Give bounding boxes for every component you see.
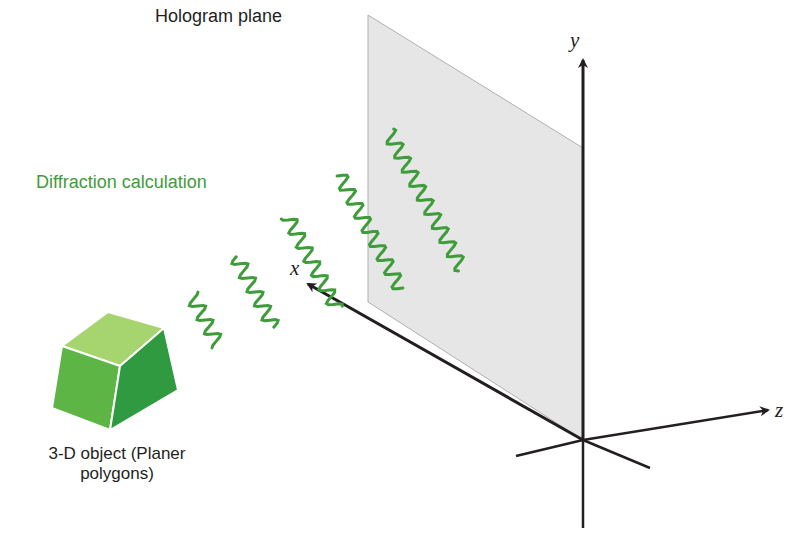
wave-stroke <box>232 257 278 327</box>
y-axis <box>582 60 585 440</box>
hologram-plane <box>368 15 583 440</box>
diffraction-waves <box>189 129 463 348</box>
wave-label: Diffraction calculation <box>36 172 207 193</box>
axis-label: y <box>570 28 579 52</box>
cube-object <box>52 312 178 430</box>
wave-stroke <box>281 219 342 306</box>
x-axis <box>308 284 583 440</box>
plane-label: Hologram plane <box>155 6 282 27</box>
y-axis-negative <box>582 440 585 528</box>
axis-label: z <box>775 398 783 422</box>
wave-stroke <box>189 292 220 348</box>
z-axis <box>583 410 768 440</box>
z-axis-negative <box>516 440 583 456</box>
wave-stroke <box>387 129 463 271</box>
axis-label: x <box>290 256 299 280</box>
wave-stroke <box>337 175 403 288</box>
object-label: 3-D object (Planer polygons) <box>48 444 186 483</box>
x-axis-negative <box>583 440 650 468</box>
